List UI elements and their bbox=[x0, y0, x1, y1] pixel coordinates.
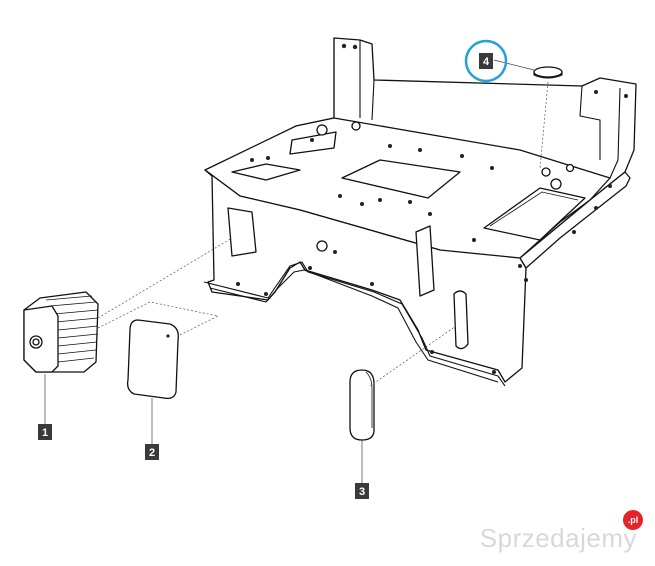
callout-4-highlight-ring bbox=[464, 39, 508, 83]
top-opening-left-1 bbox=[231, 163, 301, 181]
frame-right-wall bbox=[519, 171, 631, 269]
leader-lines bbox=[44, 59, 535, 484]
watermark-badge: .pl bbox=[623, 510, 643, 530]
part-2-panel-cover bbox=[126, 319, 179, 400]
side-cutout-left bbox=[227, 207, 257, 257]
frame-bottom-flange bbox=[203, 261, 506, 387]
callout-2-label: 2 bbox=[149, 447, 155, 459]
assembly-lines bbox=[97, 81, 549, 387]
frame-holes bbox=[236, 43, 628, 374]
part-1-bellows-boot bbox=[23, 291, 99, 373]
watermark-text: Sprzedajemy bbox=[479, 523, 637, 553]
callout-2: 2 bbox=[145, 444, 159, 460]
top-opening-center bbox=[341, 159, 461, 199]
callout-4: 4 bbox=[479, 53, 493, 69]
side-cutout-right bbox=[453, 290, 469, 350]
callout-1-label: 1 bbox=[42, 427, 48, 439]
top-opening-right bbox=[483, 187, 586, 241]
frame-assembly bbox=[203, 37, 637, 387]
callout-1: 1 bbox=[38, 424, 52, 440]
part-4-grommet bbox=[533, 66, 563, 79]
part-3-oval-plug bbox=[349, 369, 375, 441]
callout-3-label: 3 bbox=[359, 486, 365, 498]
callout-4-label: 4 bbox=[483, 56, 490, 68]
callout-3: 3 bbox=[355, 483, 369, 499]
side-cutout-center bbox=[415, 225, 435, 297]
